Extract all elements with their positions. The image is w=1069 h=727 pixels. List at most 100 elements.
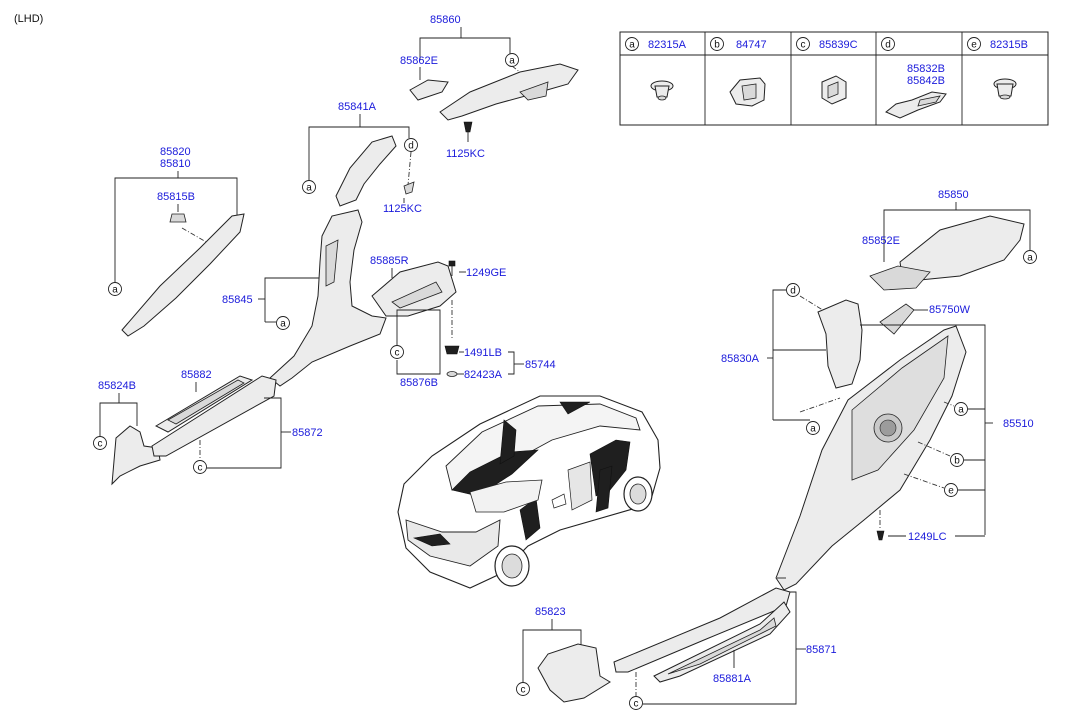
legend-part-number: 82315A [648, 39, 687, 51]
part-label-85510: 85510 [1003, 418, 1034, 430]
part-85860-shape [439, 63, 579, 121]
part-85823-shape [537, 643, 611, 703]
svg-text:e: e [971, 40, 977, 51]
callout-b [950, 453, 964, 467]
svg-text:a: a [810, 424, 816, 435]
part-85750w-shape [879, 303, 915, 335]
part-label-85881a: 85881A [713, 673, 752, 685]
callout-a [276, 316, 290, 330]
part-label-85862e: 85862E [400, 55, 438, 67]
svg-text:a: a [112, 285, 118, 296]
callout-a [302, 180, 316, 194]
group-85871: 85871 85881A c [613, 577, 837, 710]
svg-text:c: c [801, 40, 806, 51]
part-label-1491lb: 1491LB [464, 347, 502, 359]
legend-part-number: 82315B [990, 39, 1028, 51]
part-label-85841a: 85841A [338, 101, 377, 113]
part-label-85750w: 85750W [929, 304, 971, 316]
clip-84747-icon [729, 77, 766, 107]
svg-text:d: d [408, 141, 414, 152]
svg-text:c: c [198, 463, 203, 474]
part-85872-shape [151, 375, 277, 457]
legend-cell-e: e 82315B [967, 37, 1028, 100]
callout-c [390, 345, 404, 359]
part-label-85876b: 85876B [400, 377, 438, 389]
legend-part-number: 85842B [907, 75, 945, 87]
svg-text:b: b [954, 456, 960, 467]
callout-e [944, 483, 958, 497]
part-label-1249lc: 1249LC [908, 531, 947, 543]
svg-text:a: a [958, 405, 964, 416]
part-label-85872: 85872 [292, 427, 323, 439]
clip-82315b-icon [993, 78, 1017, 100]
part-85820-shape [121, 213, 245, 337]
svg-text:d: d [885, 40, 891, 51]
legend-part-number: 85839C [819, 39, 858, 51]
part-label-85860: 85860 [430, 14, 461, 26]
clip-85839c-icon [821, 75, 847, 105]
part-85881a-shape [653, 601, 791, 683]
callout-a [1023, 250, 1037, 264]
clip-82315a-icon [650, 80, 674, 101]
part-label-85823: 85823 [535, 606, 566, 618]
part-label-1125kc-mid: 1125KC [383, 203, 422, 215]
clip-85815b-shape [169, 213, 187, 223]
part-label-1125kc-top: 1125KC [446, 148, 485, 160]
callout-c [516, 682, 530, 696]
part-label-85850: 85850 [938, 189, 969, 201]
part-label-1249ge: 1249GE [466, 267, 506, 279]
part-label-85824b: 85824B [98, 380, 136, 392]
part-label-85845: 85845 [222, 294, 253, 306]
part-label-85815b: 85815B [157, 191, 195, 203]
svg-text:a: a [629, 40, 635, 51]
legend-table: a 82315A b 84747 c 85839C [619, 31, 1049, 126]
part-85845-shape [269, 209, 387, 387]
part-label-85852e: 85852E [862, 235, 900, 247]
part-label-85830a: 85830A [721, 353, 760, 365]
part-85841a-shape [335, 135, 397, 207]
svg-text:d: d [790, 286, 796, 297]
svg-text:a: a [509, 56, 515, 67]
callout-a [954, 402, 968, 416]
part-label-85871: 85871 [806, 644, 837, 656]
svg-text:e: e [948, 486, 954, 497]
legend-cell-c: c 85839C [796, 37, 858, 105]
svg-text:c: c [521, 685, 526, 696]
callout-a [806, 421, 820, 435]
drive-side-label: (LHD) [14, 13, 43, 25]
part-label-85820: 85820 [160, 146, 191, 158]
callout-c [629, 696, 643, 710]
part-85852e-shape [869, 265, 931, 291]
svg-text:c: c [395, 348, 400, 359]
part-85830a-shape [817, 299, 863, 389]
legend-cell-b: b 84747 [710, 37, 767, 107]
part-85862e-shape [409, 79, 449, 101]
svg-text:c: c [634, 699, 639, 710]
callout-c [93, 436, 107, 450]
part-label-82423a: 82423A [464, 369, 503, 381]
svg-text:c: c [98, 439, 103, 450]
part-label-85810: 85810 [160, 158, 191, 170]
group-85885r: 85885R 1249GE c 85876B 1491LB 82423A 857… [370, 255, 556, 389]
group-85845: 85845 a [222, 209, 387, 387]
group-85820: 85820 85810 85815B a [108, 146, 245, 337]
group-85841a: 85841A a d 1125KC [302, 101, 422, 215]
svg-text:b: b [714, 40, 720, 51]
callout-a [108, 282, 122, 296]
callout-c [193, 460, 207, 474]
callout-d [786, 283, 800, 297]
clip-85832b-icon [885, 91, 947, 119]
legend-part-number: 85832B [907, 63, 945, 75]
legend-cell-a: a 82315A [625, 37, 687, 101]
group-85824b: 85824B c [93, 380, 161, 486]
legend-part-number: 84747 [736, 39, 767, 51]
group-85830a: d 85830A a 85750W [721, 283, 971, 435]
vehicle-illustration [397, 395, 661, 589]
part-label-85744: 85744 [525, 359, 556, 371]
svg-text:a: a [280, 319, 286, 330]
part-85885r-shape [371, 261, 457, 317]
group-85510: 85510 a b e 1249LC [775, 324, 1034, 591]
group-85850: 85850 a 85852E [862, 189, 1037, 291]
